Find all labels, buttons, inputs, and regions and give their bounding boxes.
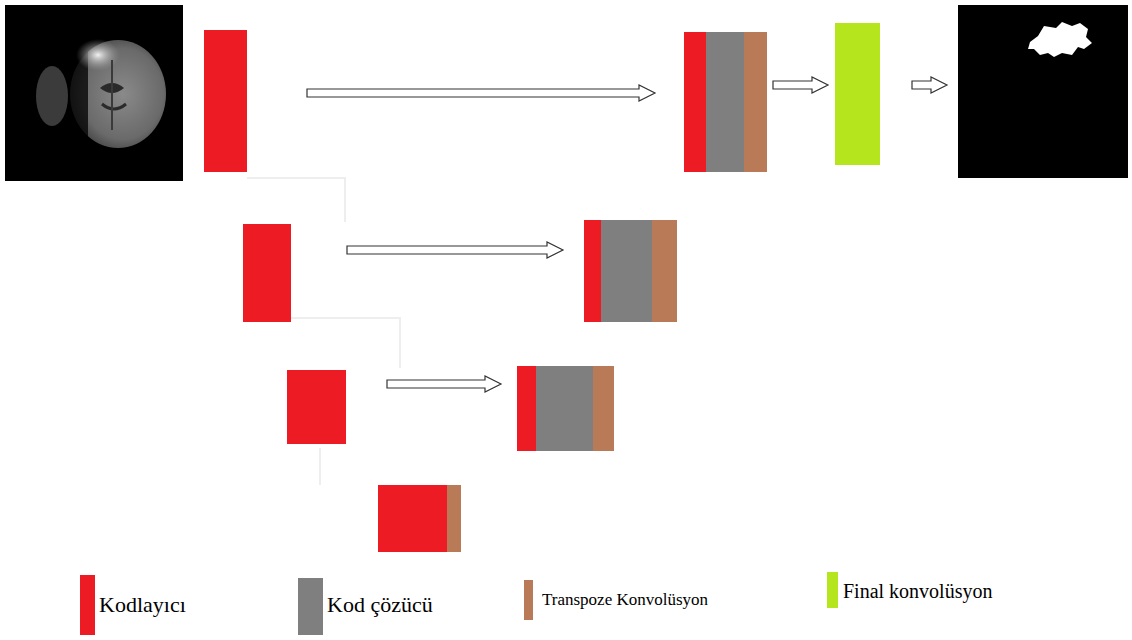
legend-label: Transpoze Konvolüsyon — [542, 591, 708, 608]
output-mask — [958, 5, 1128, 178]
input-image — [5, 5, 183, 181]
legend-swatch — [80, 575, 95, 635]
brain-slice — [36, 39, 166, 150]
legend-swatch — [827, 572, 838, 608]
legend-swatch — [524, 580, 533, 620]
legend-label: Kodlayıcı — [99, 594, 186, 616]
decoder-stack — [684, 32, 767, 172]
transpose-conv-block — [447, 485, 461, 552]
encoder-block — [243, 224, 291, 322]
decoder-stack — [584, 220, 677, 322]
decoder-stack — [517, 366, 614, 451]
legend-label: Kod çözücü — [327, 594, 433, 616]
lesion-mask — [1028, 22, 1092, 57]
encoder-block — [378, 485, 447, 552]
skip-arrow — [307, 77, 947, 392]
final-conv-block — [835, 23, 880, 165]
legend-label: Final konvolüsyon — [843, 581, 992, 601]
encoder-block — [204, 30, 247, 172]
legend-swatch — [298, 578, 323, 635]
encoder-block — [287, 370, 346, 444]
